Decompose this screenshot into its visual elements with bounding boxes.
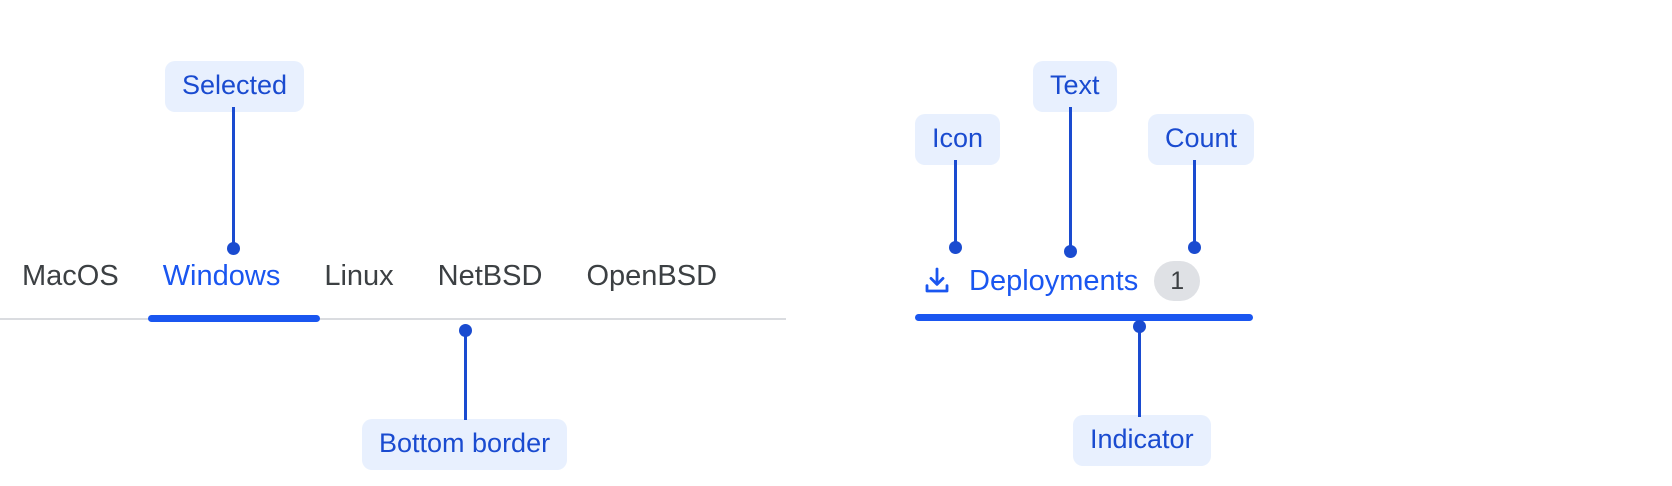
tab-deployments-indicator	[915, 314, 1253, 321]
callout-bottom-border: Bottom border	[362, 419, 568, 470]
callout-indicator: Indicator	[1073, 415, 1211, 466]
callout-bottom-border-connector	[464, 330, 467, 420]
tab-active-underline	[148, 315, 320, 322]
tab-list: MacOS Windows Linux NetBSD OpenBSD	[0, 258, 786, 316]
callout-count: Count	[1148, 114, 1255, 165]
callout-count-endpoint-dot	[1188, 241, 1201, 254]
callout-icon: Icon	[915, 114, 1001, 165]
callout-text-endpoint-dot	[1064, 245, 1077, 258]
tab-openbsd[interactable]: OpenBSD	[586, 260, 718, 292]
callout-icon-connector	[954, 160, 957, 248]
callout-selected: Selected	[165, 61, 305, 112]
callout-count-connector	[1193, 160, 1196, 248]
download-icon	[925, 267, 949, 293]
callout-text: Text	[1033, 61, 1117, 112]
tab-macos[interactable]: MacOS	[22, 260, 119, 292]
tab-deployments-label: Deployments	[969, 264, 1139, 297]
callout-indicator-endpoint-dot	[1133, 320, 1146, 333]
tab-windows[interactable]: Windows	[162, 260, 281, 292]
callout-selected-connector	[232, 107, 235, 249]
callout-bottom-border-endpoint-dot	[459, 324, 472, 337]
tab-deployments-count-badge: 1	[1154, 261, 1201, 301]
callout-selected-endpoint-dot	[227, 242, 240, 255]
callout-text-connector	[1069, 107, 1072, 252]
tab-linux[interactable]: Linux	[324, 260, 394, 292]
tab-bar-basic: MacOS Windows Linux NetBSD OpenBSD	[0, 258, 786, 322]
tab-netbsd[interactable]: NetBSD	[437, 260, 543, 292]
callout-indicator-connector	[1138, 325, 1141, 417]
tab-bar-deployments: Deployments 1	[915, 252, 1253, 322]
callout-icon-endpoint-dot	[949, 241, 962, 254]
tab-bar-bottom-border	[0, 318, 786, 320]
tab-deployments[interactable]: Deployments 1	[915, 252, 1206, 310]
